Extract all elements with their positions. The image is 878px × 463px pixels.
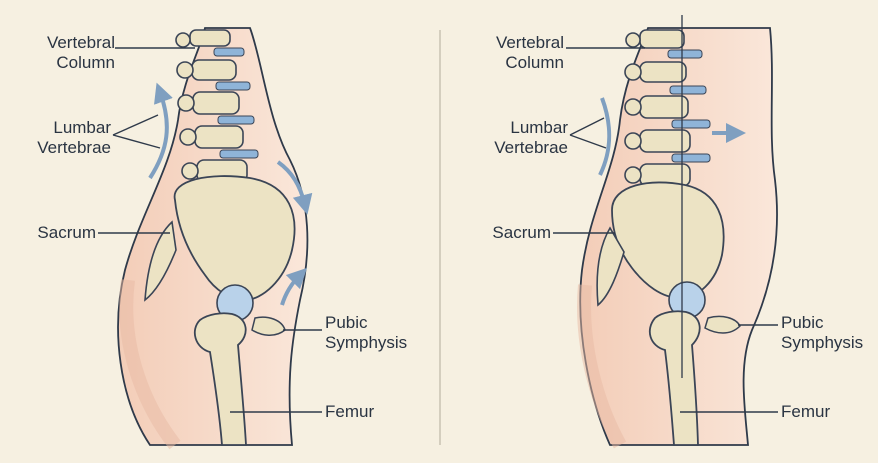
left-pelvis [173,175,296,301]
right-label-femur: Femur [781,402,831,421]
right-leader-lines [553,47,778,413]
left-label-pubic-symphysis: Pubic Symphysis [325,313,408,352]
left-rotation-arrow-up [280,267,308,306]
left-label-sacrum: Sacrum [37,223,96,242]
left-panel-figure [98,27,322,450]
right-pubic-bone [704,315,741,334]
right-label-vertebral-column: Vertebral Column [495,33,564,72]
right-curve-arrow [598,97,612,176]
right-sacrum [596,226,625,307]
right-label-pubic-symphysis: Pubic Symphysis [781,313,864,352]
right-label-sacrum: Sacrum [492,223,551,242]
left-curve-arrow-up [148,82,173,180]
left-rotation-arrow-down [276,160,313,215]
right-pelvis [611,181,725,299]
left-label-femur: Femur [325,402,375,421]
left-label-lumbar-vertebrae: Lumbar Vertebrae [37,118,111,157]
left-leader-lines [98,47,322,413]
left-sacrum [144,220,177,302]
left-label-vertebral-column: Vertebral Column [46,33,115,72]
right-label-lumbar-vertebrae: Lumbar Vertebrae [494,118,568,157]
left-discs [213,47,259,159]
right-panel-figure [553,15,778,449]
